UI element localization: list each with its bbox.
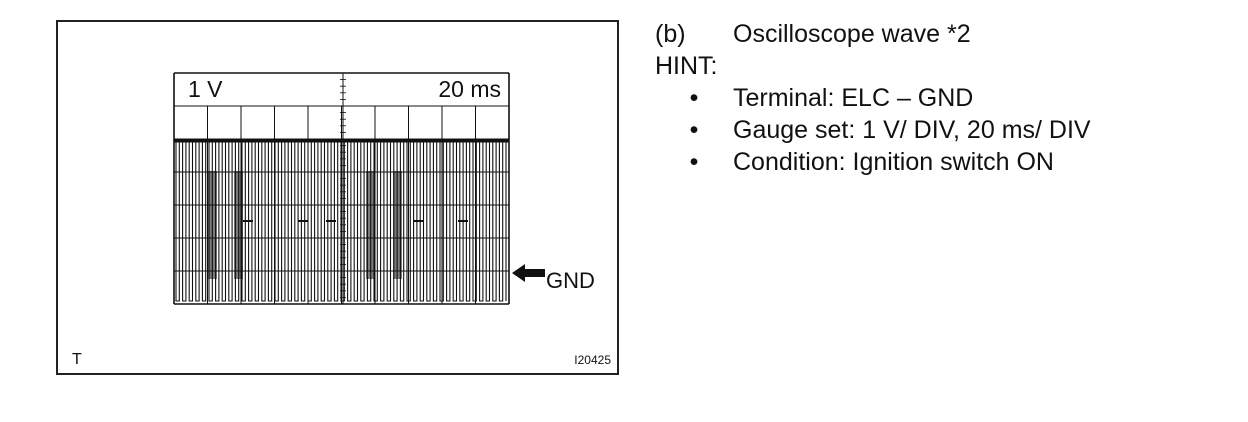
bullet-text: Gauge set: 1 V/ DIV, 20 ms/ DIV — [733, 116, 1091, 144]
bullet-dot-icon: • — [689, 84, 699, 112]
bullet-dot-icon: • — [689, 148, 699, 176]
gnd-label: GND — [546, 268, 595, 293]
waveform-burst — [208, 171, 217, 279]
bullet-item: • Condition: Ignition switch ON — [655, 146, 1235, 178]
bullet-text: Terminal: ELC – GND — [733, 84, 974, 112]
bullet-item: • Gauge set: 1 V/ DIV, 20 ms/ DIV — [655, 114, 1235, 146]
waveform-burst — [366, 171, 375, 279]
oscilloscope-figure: 1 V 20 ms GND T I20425 — [56, 20, 619, 375]
instructions: (b) Oscilloscope wave *2 HINT: • Terminal:… — [655, 18, 1235, 178]
figure-id-label: I20425 — [574, 353, 611, 367]
bullet-item: • Terminal: ELC – GND — [655, 82, 1235, 114]
item-title: Oscilloscope wave *2 — [733, 20, 971, 48]
gnd-arrow-icon — [512, 264, 545, 282]
item-heading: (b) Oscilloscope wave *2 — [655, 18, 1235, 50]
time-label: 20 ms — [438, 76, 501, 102]
figure-corner-label: T — [72, 351, 82, 368]
bullet-text: Condition: Ignition switch ON — [733, 148, 1054, 176]
oscilloscope-screen: 1 V 20 ms GND — [173, 72, 595, 305]
waveform-burst — [393, 171, 402, 279]
bullet-dot-icon: • — [689, 116, 699, 144]
waveform-burst — [234, 171, 243, 279]
item-label: (b) — [655, 20, 686, 48]
volt-label: 1 V — [188, 76, 223, 102]
volt-label-mask — [176, 75, 244, 105]
time-label-mask — [411, 75, 507, 105]
hint-label: HINT: — [655, 52, 718, 80]
